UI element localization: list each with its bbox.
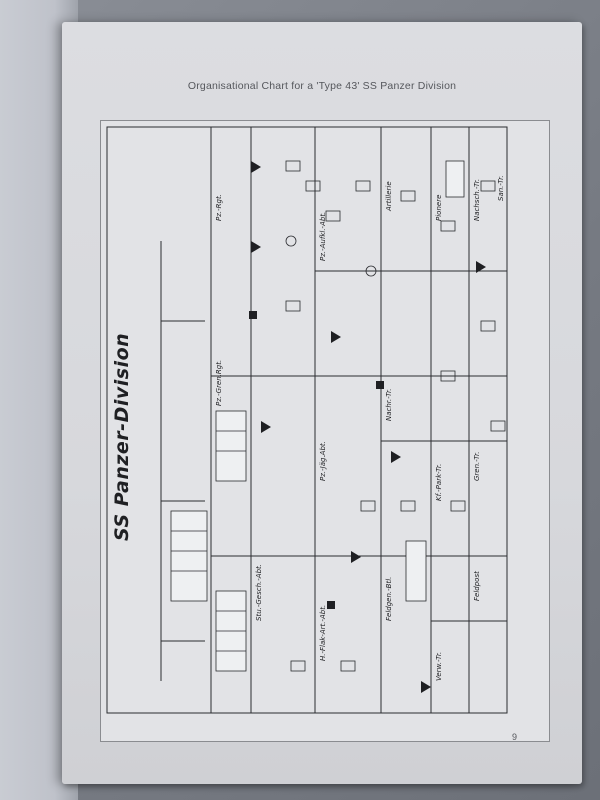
unit-label-pz-jag-abt: Pz.-Jäg.Abt. [319,441,327,481]
unit-label-feldpost: Feldpost [473,571,481,601]
division-heading: SS Panzer-Division [111,332,133,541]
unit-label-h-flak-art-abt: H.-Flak-Art.-Abt. [319,604,327,661]
unit-label-feldgen-btl: Feldgen.-Btl. [385,576,393,621]
unit-label-san-tr: San.-Tr. [497,175,505,201]
unit-label-nachr-tr: Nachr.-Tr. [385,388,393,421]
unit-label-pz-rgt: Pz.-Rgt. [215,194,223,221]
org-chart-plate: SS Panzer-Division Pz.-Gren.Rgt. Pz.-Rgt… [100,120,550,742]
unit-label-stu-gesch-abt: Stu.-Gesch.-Abt. [255,564,263,621]
unit-label-kf-park-tr: Kf.-Park-Tr. [435,463,443,501]
org-chart-lines [106,126,508,714]
book-page: Organisational Chart for a 'Type 43' SS … [62,22,582,784]
unit-label-pz-aufkl-abt: Pz.-Aufkl.-Abt. [319,211,327,261]
unit-label-pionere: Pionere [435,194,443,221]
unit-label-verw-tr: Verw.-Tr. [435,651,443,681]
unit-label-gren-tr: Gren.-Tr. [473,451,481,481]
unit-label-artillerie: Artillerie [385,181,393,211]
unit-label-pz-gren-rgt: Pz.-Gren.Rgt. [215,359,223,406]
running-title: Organisational Chart for a 'Type 43' SS … [187,80,457,92]
unit-label-nachsch-tr: Nachsch.-Tr. [473,178,481,221]
page-number: 9 [512,732,518,742]
